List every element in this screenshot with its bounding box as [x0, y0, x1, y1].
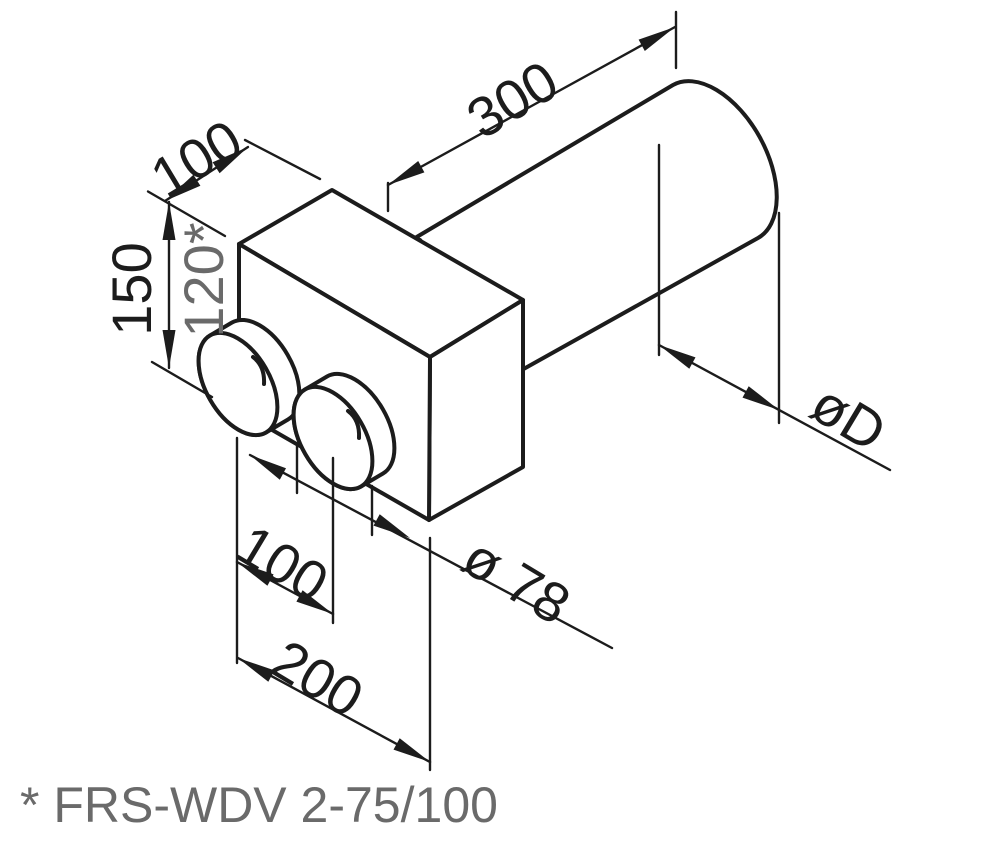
- dimension-line-tube-length: [386, 25, 677, 187]
- dim-label-tube-length: 300: [456, 48, 569, 150]
- arrowhead: [162, 330, 176, 368]
- product-footnote: * FRS-WDV 2-75/100: [20, 777, 498, 833]
- extension-line: [150, 360, 214, 399]
- dim-label-tube-diameter: øD: [801, 371, 897, 463]
- port-stub-2-bore-line: [346, 409, 362, 440]
- dim-label-port-spacing: 100: [226, 512, 339, 614]
- arrowhead: [388, 161, 425, 185]
- port-stub-1-bore-line: [251, 355, 267, 386]
- dim-label-box-width: 200: [261, 627, 374, 729]
- arrowhead: [742, 386, 779, 410]
- arrowhead: [162, 202, 176, 240]
- dim-label-box-height: 150: [100, 242, 163, 335]
- arrowhead: [165, 174, 201, 201]
- arrowhead: [638, 27, 675, 51]
- arrowhead: [250, 455, 286, 480]
- arrowhead: [237, 562, 274, 586]
- arrowhead: [296, 590, 333, 614]
- arrowhead: [212, 147, 248, 174]
- extension-line: [146, 190, 227, 238]
- arrowhead: [659, 345, 696, 369]
- dim-label-box-height-alt: 120*: [172, 222, 235, 337]
- dim-label-box-depth: 100: [140, 107, 253, 209]
- dim-label-port-diameter: ø 78: [452, 525, 581, 637]
- arrowheads: [162, 27, 779, 762]
- arrowhead: [238, 658, 275, 682]
- arrowhead: [373, 514, 410, 538]
- arrowhead: [393, 738, 430, 762]
- extension-line: [243, 138, 322, 181]
- dimension-line-port-diameter: [248, 453, 614, 650]
- extension-lines: [146, 10, 781, 772]
